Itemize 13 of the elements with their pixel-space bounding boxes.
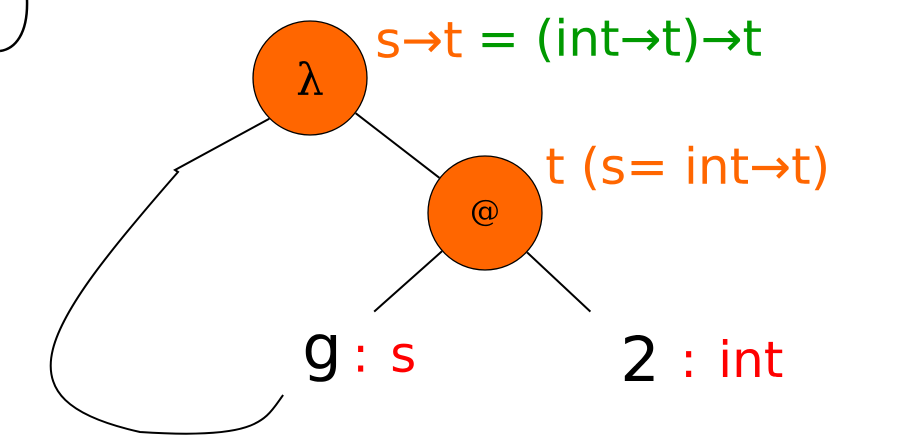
tree-edge bbox=[355, 112, 440, 179]
type-annotation: t (s= int→t) bbox=[546, 146, 826, 190]
application-node: @ bbox=[427, 155, 543, 271]
type-annotation: = (int→t)→t bbox=[482, 18, 761, 62]
type-annotation: s→t bbox=[378, 22, 462, 58]
type-annotation: : s bbox=[358, 344, 414, 372]
type-annotation: : int bbox=[686, 339, 782, 377]
term-label: g bbox=[306, 334, 336, 382]
lambda-node: λ bbox=[252, 20, 368, 136]
tree-edge bbox=[374, 250, 443, 312]
tree-edge bbox=[526, 252, 592, 312]
tree-edge bbox=[50, 118, 284, 435]
term-label: 2 bbox=[624, 334, 654, 381]
